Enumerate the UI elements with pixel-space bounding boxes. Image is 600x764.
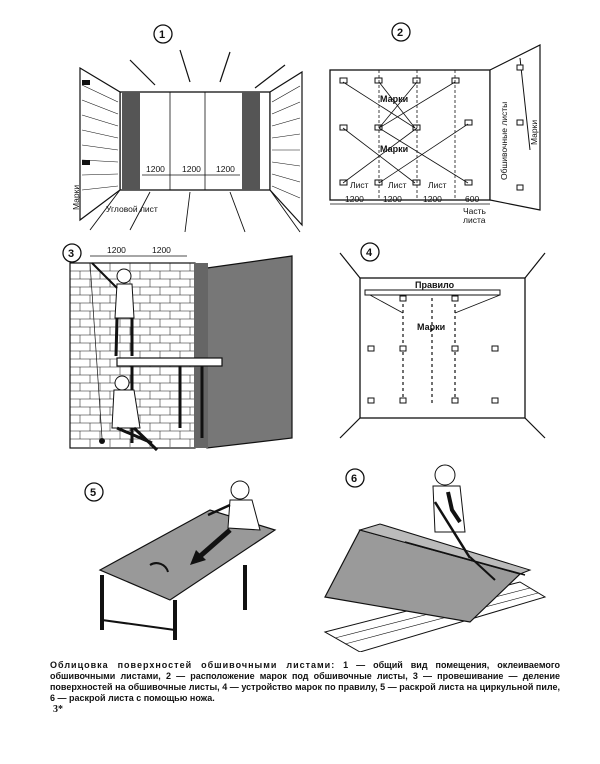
- figure-1: 1: [70, 20, 310, 235]
- figure-1-dim-1: 1200: [146, 164, 165, 174]
- figure-6-number: 6: [351, 473, 357, 485]
- figure-2-dim-4: 600: [465, 194, 479, 204]
- figure-2: 2 Марки Марки Л: [325, 20, 560, 235]
- figure-3-dim-1: 1200: [107, 245, 126, 255]
- figure-2-marks-label-2: Марки: [380, 144, 408, 154]
- figure-1-number: 1: [159, 29, 165, 41]
- figure-caption: Облицовка поверхностей обшивочными листа…: [50, 660, 560, 704]
- figure-2-sheet-3: Лист: [428, 180, 447, 190]
- figure-4-marks-label: Марки: [417, 322, 445, 332]
- figure-1-dim-2: 1200: [182, 164, 201, 174]
- figure-3: 3 1200 1200: [62, 238, 312, 463]
- figure-4: 4 Правило Марки: [335, 238, 560, 448]
- figure-3-dim-2: 1200: [152, 245, 171, 255]
- figure-2-sheet-2: Лист: [388, 180, 407, 190]
- figure-5: 5: [80, 470, 300, 650]
- figure-1-corner-label: Угловой лист: [106, 204, 158, 214]
- caption-text: 1 — общий вид помещения, оклеиваемого об…: [50, 660, 560, 703]
- figure-2-part-label-2: листа: [463, 215, 486, 225]
- figure-2-marks-label-1: Марки: [380, 94, 408, 104]
- figure-2-dim-1: 1200: [345, 194, 364, 204]
- figure-2-part-label-1: Часть: [463, 206, 487, 216]
- figure-4-rule-label: Правило: [415, 280, 455, 290]
- page-number: 3*: [53, 704, 63, 715]
- figure-1-dim-3: 1200: [216, 164, 235, 174]
- figure-2-dim-2: 1200: [383, 194, 402, 204]
- caption-title: Облицовка поверхностей обшивочными листа…: [50, 660, 336, 670]
- figure-2-sheet-1: Лист: [350, 180, 369, 190]
- figure-6: 6: [320, 462, 560, 652]
- figure-2-number: 2: [397, 27, 403, 39]
- figure-5-number: 5: [90, 487, 96, 499]
- figure-2-dim-3: 1200: [423, 194, 442, 204]
- figure-3-number: 3: [68, 248, 74, 260]
- figure-4-number: 4: [366, 247, 373, 259]
- figure-2-sidemarks-label: Марки: [529, 120, 539, 145]
- figure-1-marks-label: Марки: [71, 185, 81, 210]
- figure-2-sidewall-label: Обшивочные листы: [499, 102, 509, 180]
